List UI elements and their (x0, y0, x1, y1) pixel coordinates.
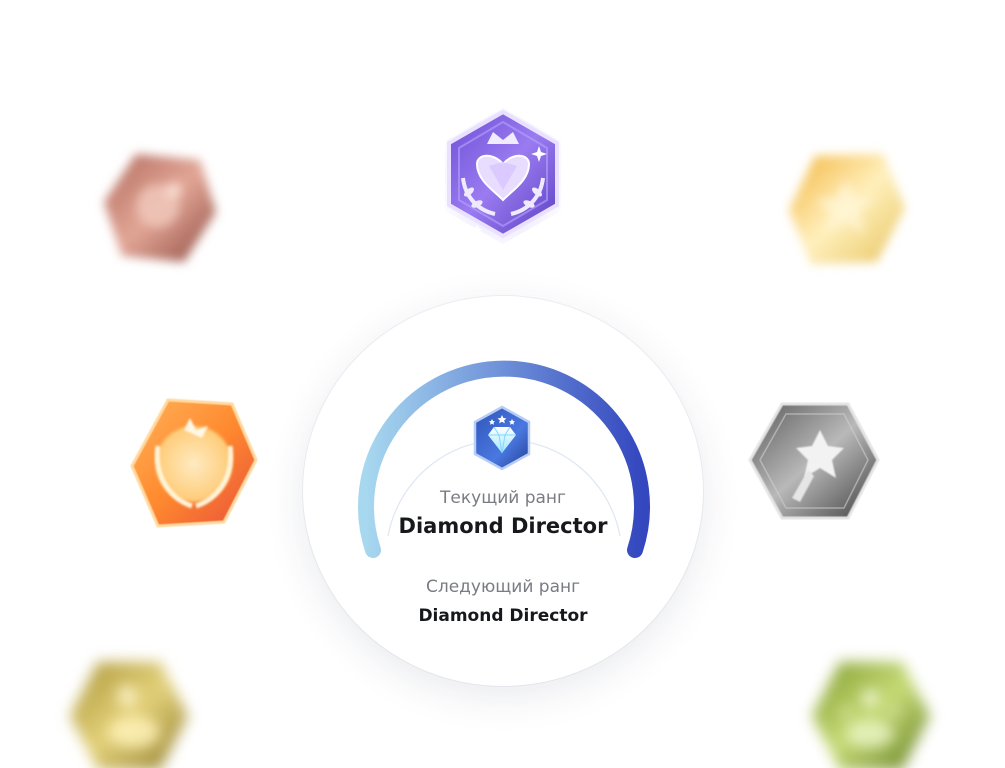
current-rank-label: Текущий ранг (440, 488, 566, 508)
silver-star-badge[interactable] (748, 402, 880, 520)
current-rank-value: Diamond Director (398, 514, 608, 538)
diamond-badge (471, 405, 533, 475)
next-rank-label: Следующий ранг (425, 577, 581, 597)
purple-crown-badge[interactable] (441, 106, 565, 244)
gold-badge[interactable] (785, 150, 907, 268)
bronze-badge[interactable] (100, 150, 220, 268)
olive-badge[interactable] (68, 658, 190, 768)
next-rank-value: Diamond Director (418, 606, 588, 626)
orange-laurel-badge[interactable] (128, 396, 260, 530)
green-badge[interactable] (810, 658, 932, 768)
